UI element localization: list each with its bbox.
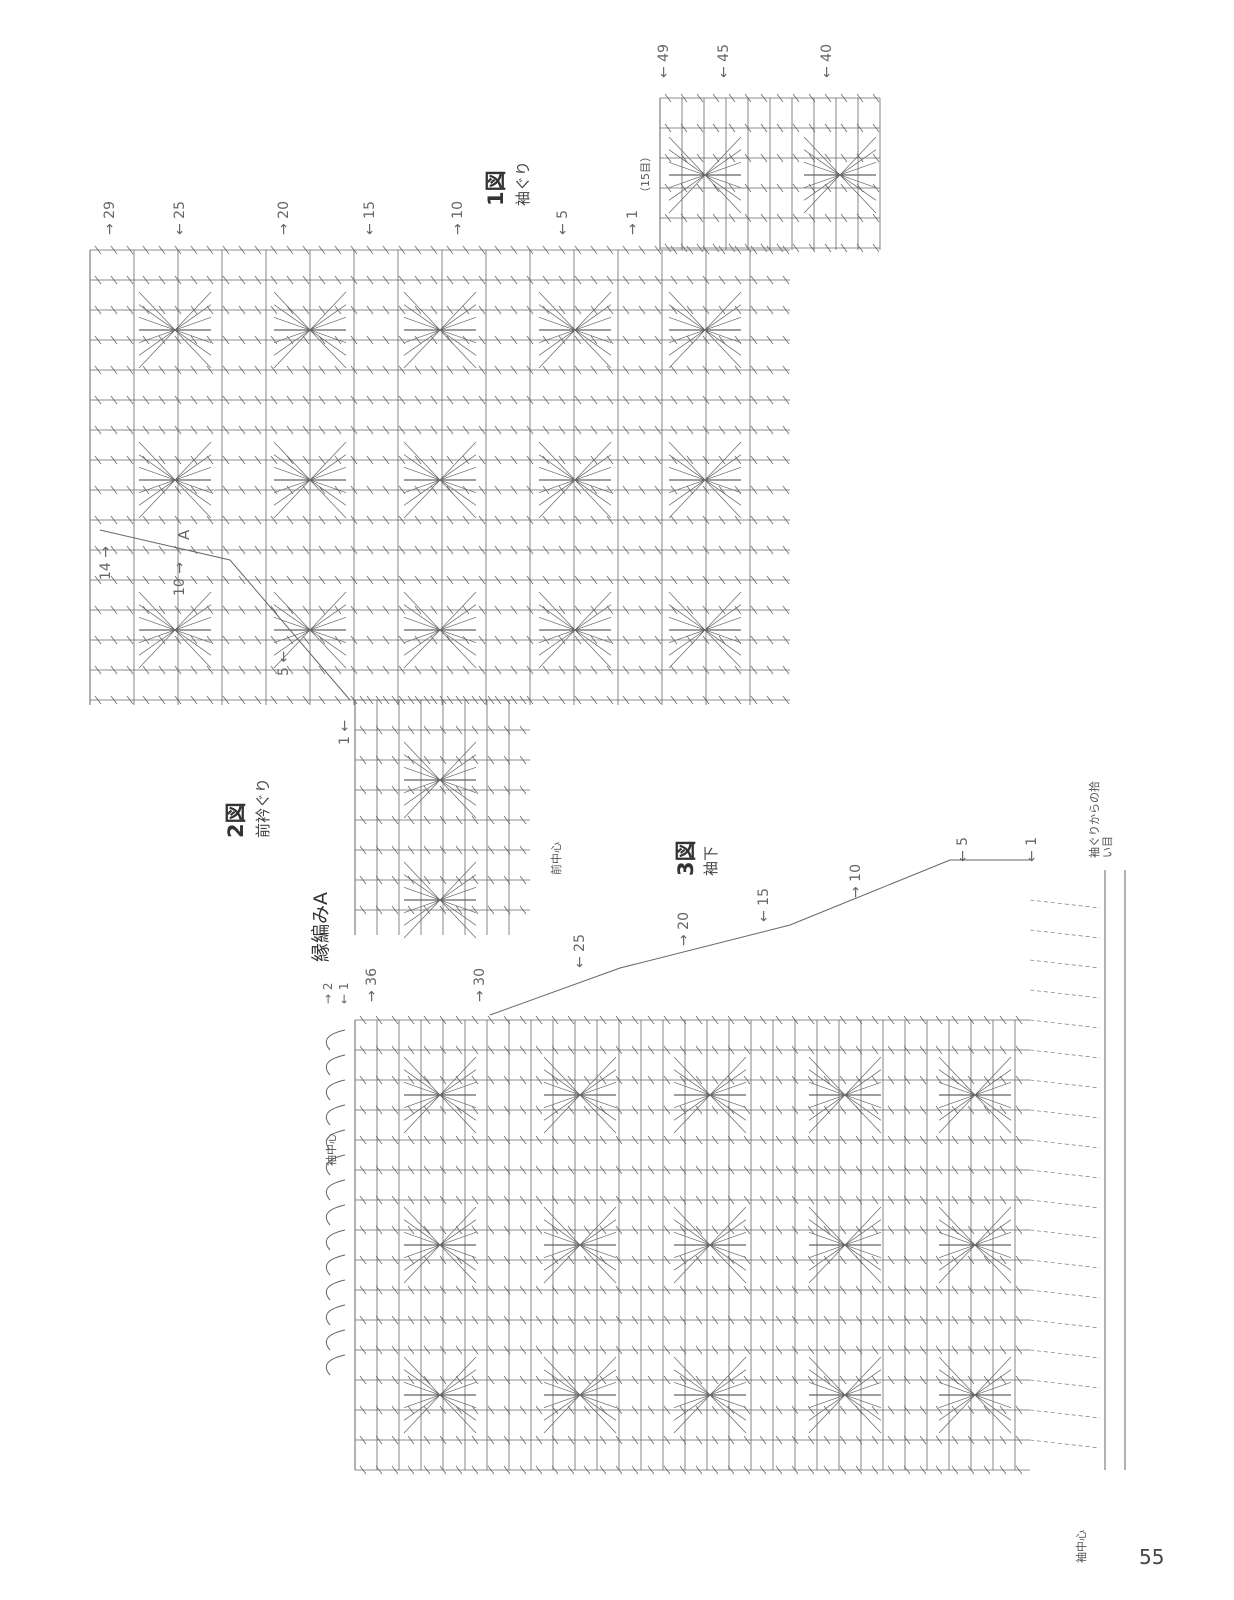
figure-2-title: 2図: [220, 802, 250, 838]
sleeve-shaping-edge: [490, 860, 1030, 1015]
edging-scallop: [326, 1330, 345, 1350]
pickup-guide: [1030, 1080, 1100, 1088]
edging-scallop: [326, 1305, 345, 1325]
pickup-guide: [1030, 1320, 1100, 1328]
figure-1-stitch-count: （15目）: [637, 151, 653, 198]
sleeve-center-label: 袖中心: [323, 1133, 339, 1166]
row-label: → 10: [848, 864, 864, 898]
row-label: ← 40: [819, 44, 835, 78]
sleeve-center-label: 袖中心: [1073, 1530, 1089, 1563]
page-number: 55: [1139, 1545, 1164, 1569]
row-label: → 20: [676, 912, 692, 946]
figure-1-title: 1図: [480, 170, 510, 206]
marker-a: A: [175, 530, 193, 540]
edging-scallop: [326, 1355, 345, 1375]
pickup-guide: [1030, 930, 1100, 938]
row-label: ← 45: [716, 44, 732, 78]
row-label: → 36: [364, 968, 380, 1002]
pickup-guide: [1030, 1230, 1100, 1238]
edging-scallop: [326, 1180, 345, 1200]
pickup-guide: [1030, 960, 1100, 968]
pickup-guide: [1030, 1140, 1100, 1148]
row-label: ← 15: [756, 888, 772, 922]
row-label: → 10: [450, 201, 466, 235]
row-label: → 29: [102, 201, 118, 235]
pickup-guide: [1030, 1290, 1100, 1298]
pickup-guide: [1030, 1350, 1100, 1358]
row-label: → 20: [276, 201, 292, 235]
edging-scallop: [326, 1080, 345, 1100]
pickup-guide: [1030, 1260, 1100, 1268]
pickup-guide: [1030, 1410, 1100, 1418]
figure-3-sleeve-chart: [355, 860, 1125, 1474]
pickup-guide: [1030, 1200, 1100, 1208]
row-label: ← 5: [955, 837, 971, 862]
pickup-guide: [1030, 990, 1100, 998]
row-label: 14 →: [98, 546, 114, 580]
figure-3-subtitle: 袖下: [700, 846, 721, 876]
row-label: → 2: [321, 982, 335, 1004]
pickup-guide: [1030, 1110, 1100, 1118]
row-label: ← 49: [656, 44, 672, 78]
row-label: ← 1: [1024, 837, 1040, 862]
pickup-guide: [1030, 900, 1100, 908]
row-label: ← 1: [337, 982, 351, 1004]
row-label: 5 ←: [276, 651, 292, 676]
pickup-guide: [1030, 1050, 1100, 1058]
figure-3-title: 3図: [670, 840, 700, 876]
pickup-guide: [1030, 1440, 1100, 1448]
edging-scallop: [326, 1105, 345, 1125]
edging-title: 縁編みA: [306, 892, 333, 962]
row-label: 1 ←: [337, 720, 353, 745]
figure-2-subtitle: 前衿ぐり: [252, 778, 273, 838]
row-label: ← 25: [572, 934, 588, 968]
edging-a-chart: [326, 1030, 345, 1375]
edging-scallop: [326, 1205, 345, 1225]
front-center-label: 前中心: [548, 842, 564, 875]
edging-scallop: [326, 1255, 345, 1275]
pickup-label: 袖ぐりからの拾い目: [1088, 780, 1114, 858]
figure-1-subtitle: 袖ぐり: [512, 161, 533, 206]
row-label: ← 5: [555, 210, 571, 235]
edging-scallop: [326, 1055, 345, 1075]
row-label: 10 →: [172, 562, 188, 596]
row-label: ← 25: [172, 201, 188, 235]
edging-scallop: [326, 1230, 345, 1250]
pickup-guide: [1030, 1020, 1100, 1028]
row-label: ← 15: [362, 201, 378, 235]
neckline-edge: [100, 530, 350, 700]
edging-scallop: [326, 1280, 345, 1300]
row-label: → 30: [472, 968, 488, 1002]
row-label: → 1: [625, 210, 641, 235]
figure-2-neckline-chart: [100, 530, 530, 938]
edging-scallop: [326, 1030, 345, 1050]
pickup-guide: [1030, 1170, 1100, 1178]
pickup-guide: [1030, 1380, 1100, 1388]
